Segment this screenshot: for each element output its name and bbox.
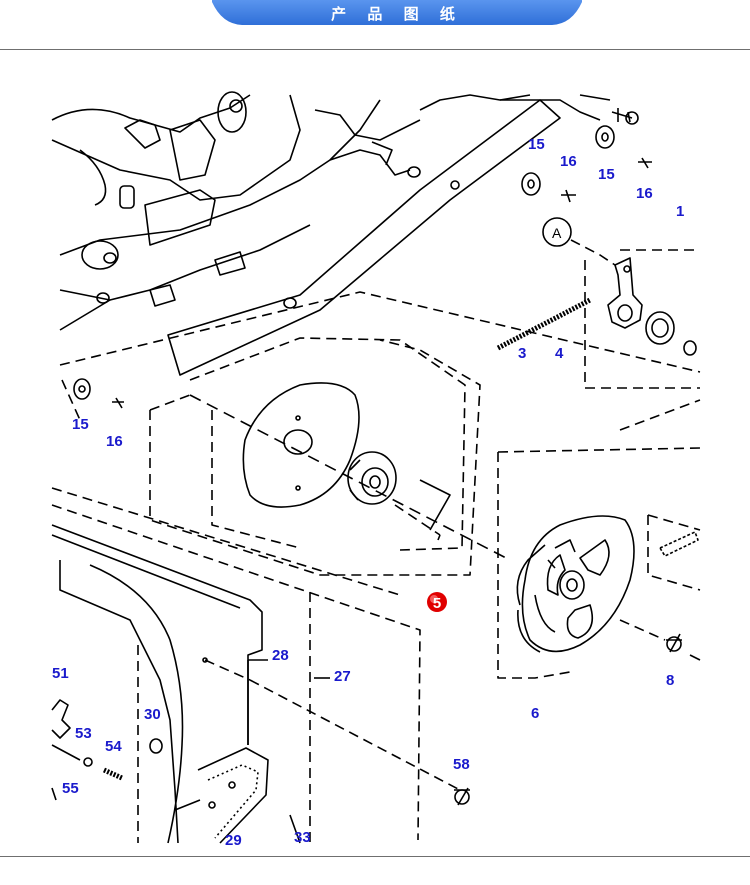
callout-51: 51 [52, 665, 69, 682]
callout-16: 16 [636, 185, 653, 202]
callout-16: 16 [560, 153, 577, 170]
callout-8: 8 [666, 672, 674, 689]
reference-circle [542, 217, 572, 247]
callout-55: 55 [62, 780, 79, 797]
callout-16: 16 [106, 433, 123, 450]
page-title: 产 品 图 纸 [331, 5, 463, 23]
callout-1: 1 [676, 203, 684, 220]
header-tab: 产 品 图 纸 [212, 0, 582, 27]
support-arm [167, 99, 561, 376]
callout-6: 6 [531, 705, 539, 722]
highlight-shine [430, 595, 438, 603]
reference-label: A [552, 225, 562, 241]
slotted-wheel [521, 515, 635, 653]
disc-plate [242, 382, 360, 508]
callout-54: 54 [105, 738, 122, 755]
header-tab-shape [212, 0, 582, 25]
callout-30: 30 [144, 706, 161, 723]
callout-33: 33 [294, 829, 311, 846]
callout-labels: 15 16 15 16 1 3 4 15 16 8 6 28 27 51 30 … [52, 136, 684, 849]
pivot-bracket [607, 257, 643, 329]
callout-4: 4 [555, 345, 564, 362]
callout-15: 15 [528, 136, 545, 153]
washer [521, 172, 541, 196]
callout-58: 58 [453, 756, 470, 773]
callout-28: 28 [272, 647, 289, 664]
bushing [645, 311, 675, 345]
spring [496, 297, 592, 351]
callout-53: 53 [75, 725, 92, 742]
callout-29: 29 [225, 832, 242, 849]
callout-3: 3 [518, 345, 526, 362]
callout-15: 15 [598, 166, 615, 183]
hub [347, 451, 397, 505]
header-bar: 产 品 图 纸 [0, 0, 750, 50]
callout-27: 27 [334, 668, 351, 685]
callout-15: 15 [72, 416, 89, 433]
highlight-label: 5 [433, 595, 441, 612]
header-divider [0, 49, 750, 50]
frame-outline [51, 94, 251, 133]
footer-divider [0, 856, 750, 857]
highlighted-part-marker[interactable]: 5 [427, 592, 447, 612]
